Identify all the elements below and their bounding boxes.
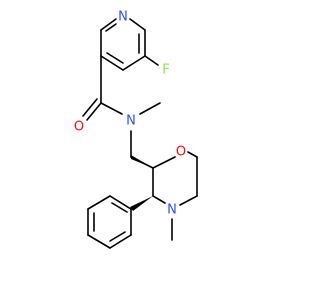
stereo-wedge-c2 bbox=[131, 155, 153, 168]
molecule-structure: N F O N O N bbox=[74, 10, 198, 249]
c-f-bond bbox=[144, 55, 159, 66]
atom-label-f: F bbox=[162, 63, 169, 78]
pyridine-ring bbox=[100, 18, 146, 71]
atom-label-n-ring: N bbox=[167, 203, 177, 218]
atom-label-n-pyridine: N bbox=[118, 10, 128, 25]
stereo-wedge-c3 bbox=[130, 196, 153, 211]
phenyl-ring bbox=[87, 195, 132, 249]
atom-label-o-ring: O bbox=[176, 145, 186, 160]
atom-label-o-carbonyl: O bbox=[74, 120, 84, 135]
carbonyl-group bbox=[82, 55, 123, 121]
atom-label-n-amide: N bbox=[126, 114, 136, 129]
morpholine-ring bbox=[152, 151, 198, 241]
